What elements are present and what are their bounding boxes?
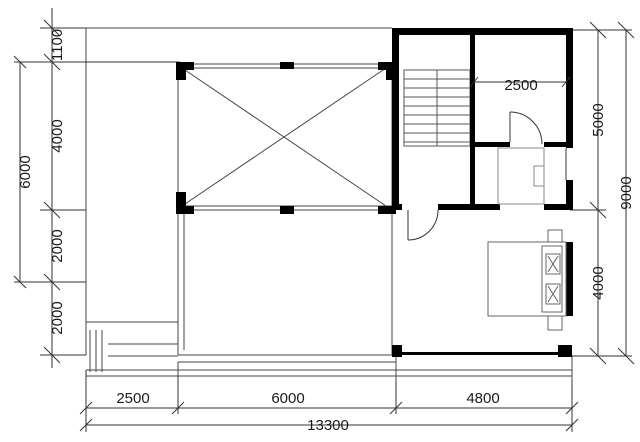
dim-room-2500: 2500 (504, 77, 537, 94)
staircase (403, 69, 471, 147)
columns (176, 62, 396, 214)
dim-bottom-13300: 13300 (307, 417, 349, 434)
dim-bottom-2500: 2500 (116, 390, 149, 407)
left-dimension-chain (13, 8, 180, 368)
dim-right-4000: 4000 (590, 266, 607, 299)
thick-walls (392, 28, 573, 357)
wardrobe (497, 147, 545, 205)
bed (487, 229, 567, 331)
doors (407, 111, 567, 241)
dim-bottom-4800: 4800 (466, 390, 499, 407)
dim-bottom-6000: 6000 (271, 390, 304, 407)
bottom-dimension-chain (79, 370, 579, 432)
dim-left-6000: 6000 (17, 155, 34, 188)
dim-right-9000: 9000 (618, 176, 635, 209)
right-dimension-chain (570, 21, 635, 365)
thin-outlines (85, 27, 573, 380)
dim-left-1100: 1100 (49, 29, 66, 61)
dim-left-2000-lower: 2000 (49, 301, 66, 334)
dim-right-5000: 5000 (590, 103, 607, 136)
dim-left-4000: 4000 (49, 119, 66, 152)
inner-dimension (469, 76, 571, 88)
dim-left-2000-upper: 2000 (49, 229, 66, 262)
